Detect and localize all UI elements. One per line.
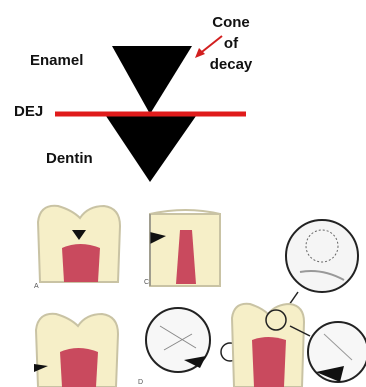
enamel-cone-triangle: [112, 46, 192, 114]
tooth-bottom-left: [34, 314, 118, 387]
tooth-d: [232, 304, 304, 387]
cone-of-decay-label: Cone of decay: [200, 12, 262, 75]
svg-text:C: C: [144, 279, 149, 286]
magnified-circle-left: D: [138, 308, 210, 386]
dentin-cone-triangle: [106, 116, 196, 182]
tooth-c: C: [144, 210, 220, 286]
cone-label-line-3: decay: [200, 54, 262, 75]
enamel-label: Enamel: [30, 52, 83, 69]
dej-label: DEJ: [14, 103, 43, 120]
svg-text:A: A: [34, 283, 39, 290]
cone-label-line-2: of: [200, 33, 262, 54]
dentin-label: Dentin: [46, 150, 93, 167]
svg-text:D: D: [138, 379, 143, 386]
tooth-a: A: [34, 206, 120, 290]
cone-label-line-1: Cone: [200, 12, 262, 33]
